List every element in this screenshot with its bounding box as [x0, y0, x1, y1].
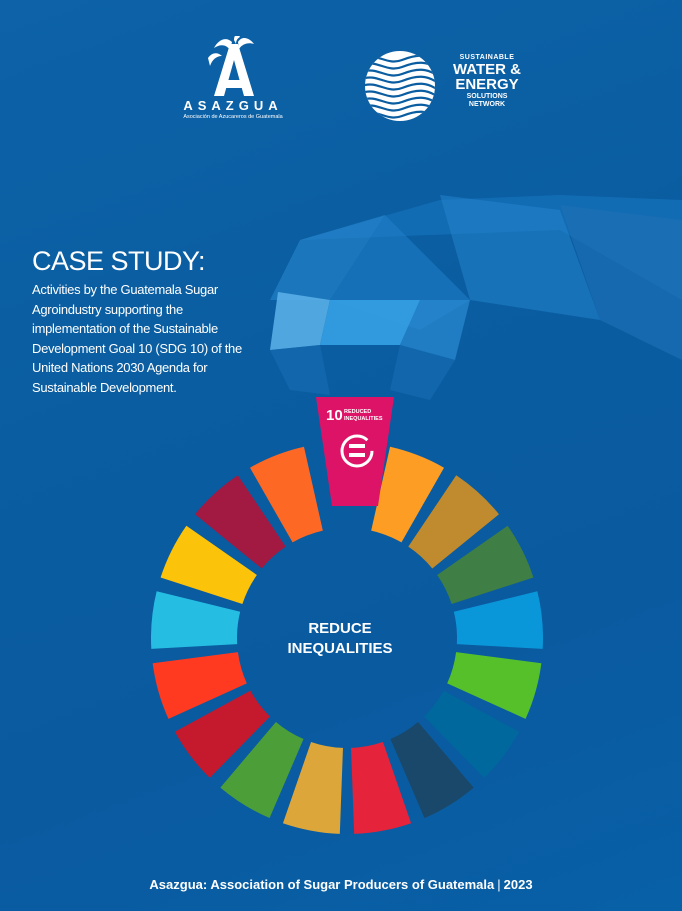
wheel-segment: [220, 721, 304, 819]
footer-separator: |: [497, 877, 501, 892]
sdg-10-label-line1: REDUCED: [344, 409, 371, 415]
network-line-energy: ENERGY: [455, 76, 519, 93]
sdg-10-tile: 10 REDUCED INEQUALITIES: [316, 397, 394, 506]
footer-year: 2023: [503, 877, 533, 892]
wheel-segment: [160, 525, 257, 605]
case-study-title: CASE STUDY:: [32, 246, 206, 276]
equality-icon: [340, 434, 374, 468]
wheel-segments: [151, 446, 543, 834]
asazgua-mark-icon: [208, 34, 254, 96]
wheel-segment: [424, 690, 520, 778]
wheel-center-label: REDUCE INEQUALITIES: [250, 619, 430, 659]
network-logo: SUSTAINABLE WATER & ENERGY SOLUTIONS NET…: [362, 48, 542, 124]
sdg-10-number: 10: [326, 407, 343, 424]
wheel-segment: [408, 475, 499, 569]
wheel-segment: [453, 591, 543, 649]
wheel-segment: [152, 652, 247, 719]
wheel-segment: [390, 721, 474, 819]
sdg-10-tile-shape: [316, 397, 394, 506]
wheel-segment: [151, 591, 241, 649]
wheel-center-line1: REDUCE: [308, 620, 372, 637]
wheel-segment: [437, 525, 534, 605]
wheel-segment: [195, 475, 286, 569]
asazgua-name: ASAZGUA: [183, 98, 283, 113]
wheel-segment: [447, 652, 542, 719]
globe-wave-icon: [365, 51, 435, 121]
network-line-sustainable: SUSTAINABLE: [459, 54, 515, 61]
network-line-solutions: SOLUTIONS: [466, 93, 508, 100]
asazgua-subtitle: Asociación de Azucareros de Guatemala: [183, 114, 283, 120]
footer: Asazgua: Association of Sugar Producers …: [0, 877, 682, 892]
wheel-center-line2: INEQUALITIES: [287, 640, 393, 657]
wheel-segment: [351, 741, 412, 834]
wheel-segment: [174, 690, 270, 778]
wheel-segment: [249, 446, 323, 543]
case-study-description: Activities by the Guatemala Sugar Agroin…: [32, 282, 242, 395]
network-line-water: WATER &: [452, 61, 522, 78]
network-line-network: NETWORK: [468, 101, 506, 108]
asazgua-logo: ASAZGUA Asociación de Azucareros de Guat…: [168, 34, 298, 128]
wheel-segment: [371, 446, 445, 543]
sdg-10-label-line2: INEQUALITIES: [344, 416, 383, 422]
footer-org: Asazgua: Association of Sugar Producers …: [149, 877, 495, 892]
wheel-segment: [282, 741, 343, 834]
